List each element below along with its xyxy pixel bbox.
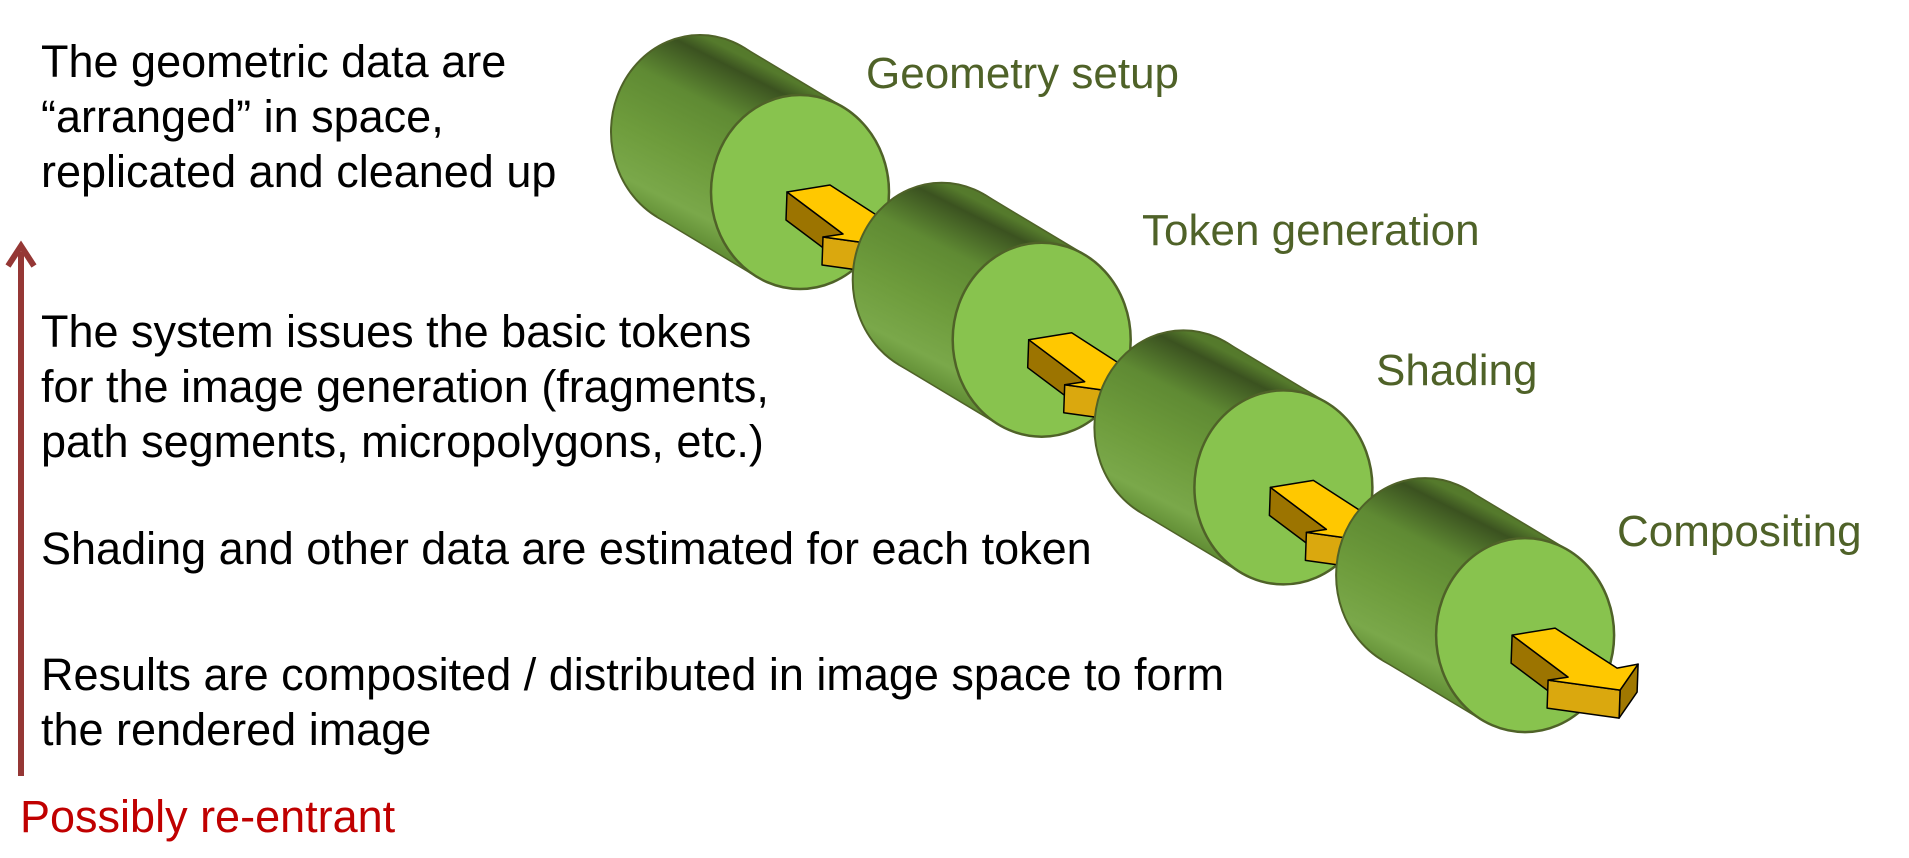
- arrow-icon: [1510, 627, 1639, 719]
- stage-label-geometry-setup: Geometry setup: [866, 49, 1180, 98]
- description-geometry-setup: The geometric data are “arranged” in spa…: [41, 34, 556, 199]
- text-line: path segments, micropolygons, etc.): [41, 416, 764, 467]
- text-line: the rendered image: [41, 704, 432, 755]
- stage-label-token-generation: Token generation: [1142, 206, 1480, 255]
- stage-label-compositing: Compositing: [1617, 507, 1862, 556]
- text-line: The geometric data are: [41, 36, 507, 87]
- stage-cylinder: [610, 34, 891, 291]
- text-line: replicated and cleaned up: [41, 146, 557, 197]
- reentrant-label: Possibly re-entrant: [20, 791, 396, 842]
- text-line: The system issues the basic tokens: [41, 306, 752, 357]
- text-line: Shading and other data are estimated for…: [41, 523, 1092, 574]
- description-compositing: Results are composited / distributed in …: [41, 647, 1224, 757]
- text-line: Results are composited / distributed in …: [41, 649, 1225, 700]
- description-token-generation: The system issues the basic tokens for t…: [41, 304, 769, 469]
- text-line: for the image generation (fragments,: [41, 361, 769, 412]
- text-line: “arranged” in space,: [41, 91, 444, 142]
- reentrant-arrow: [5, 240, 37, 776]
- description-shading: Shading and other data are estimated for…: [41, 521, 1092, 576]
- stage-label-shading: Shading: [1376, 346, 1538, 395]
